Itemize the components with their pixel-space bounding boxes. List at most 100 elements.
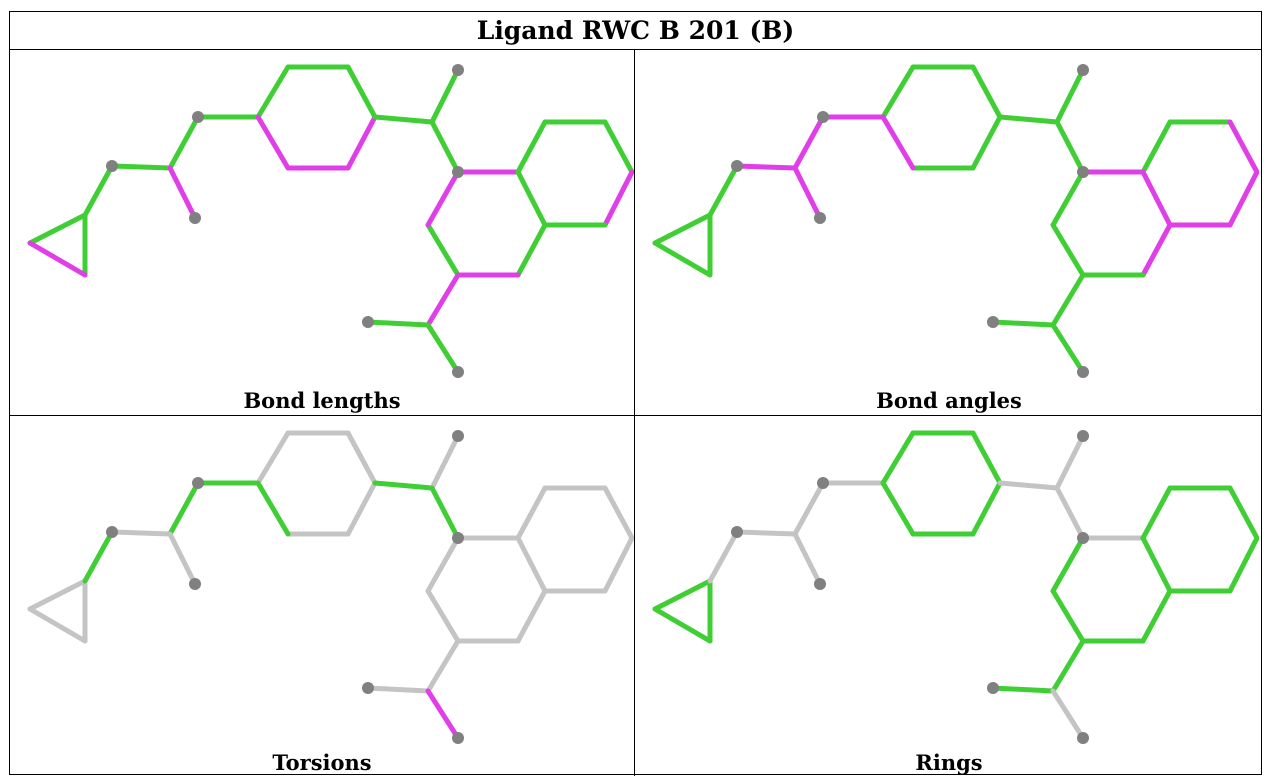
bond xyxy=(425,638,461,694)
bond xyxy=(602,119,634,175)
bond xyxy=(970,430,1003,486)
atom xyxy=(1077,366,1089,378)
bond xyxy=(707,163,740,218)
bond xyxy=(652,212,713,246)
bond xyxy=(515,588,548,644)
atom xyxy=(192,111,204,123)
bond xyxy=(429,67,461,125)
bond xyxy=(1227,119,1259,175)
molecule-bond-angles xyxy=(652,64,1259,378)
caption-rings: Rings xyxy=(915,750,983,775)
bond xyxy=(1050,272,1086,328)
bond xyxy=(652,578,713,612)
bond xyxy=(429,119,461,175)
bond xyxy=(515,535,548,594)
bond xyxy=(109,163,173,171)
bond xyxy=(372,114,435,125)
bond xyxy=(1050,322,1086,375)
atom xyxy=(731,526,743,538)
bond xyxy=(990,685,1056,694)
bond xyxy=(429,433,461,491)
panel-rings: Rings xyxy=(635,416,1263,776)
bond xyxy=(880,64,916,120)
atom xyxy=(1077,532,1089,544)
bond xyxy=(1140,535,1173,594)
bond xyxy=(1050,588,1086,644)
caption-bond-angles: Bond angles xyxy=(876,388,1022,413)
bond xyxy=(345,480,378,537)
bond xyxy=(167,531,198,587)
bond xyxy=(345,64,378,120)
bond xyxy=(345,430,378,486)
bond xyxy=(792,165,823,221)
bond xyxy=(880,430,916,486)
bond xyxy=(515,119,548,175)
bond xyxy=(365,319,431,328)
atom xyxy=(987,682,999,694)
atom xyxy=(814,212,826,224)
atom xyxy=(189,578,201,590)
bond xyxy=(1227,485,1259,541)
caption-torsions: Torsions xyxy=(272,750,372,775)
atom xyxy=(452,166,464,178)
bond xyxy=(255,480,291,537)
figure-title: Ligand RWC B 201 (B) xyxy=(10,12,1261,50)
bond xyxy=(1050,688,1086,741)
bond xyxy=(1054,67,1086,125)
bond xyxy=(429,485,461,541)
bond xyxy=(792,531,823,587)
bond xyxy=(652,606,713,644)
atom xyxy=(192,477,204,489)
molecule-torsions xyxy=(27,430,634,744)
panel-bond-angles: Bond angles xyxy=(635,50,1263,414)
atom xyxy=(452,732,464,744)
bond xyxy=(602,535,634,594)
atom xyxy=(452,366,464,378)
bond xyxy=(970,114,1003,171)
bond xyxy=(652,240,713,278)
bond xyxy=(734,529,798,537)
bond xyxy=(255,64,291,120)
caption-bond-lengths: Bond lengths xyxy=(243,388,401,413)
molecule-rings xyxy=(652,430,1259,744)
bond xyxy=(345,114,378,171)
bond xyxy=(167,165,198,221)
bond xyxy=(82,163,115,218)
atom xyxy=(189,212,201,224)
bond xyxy=(1054,485,1086,541)
panel-bond-lengths: Bond lengths xyxy=(10,50,634,414)
atom xyxy=(731,160,743,172)
bond xyxy=(1140,222,1173,278)
bond xyxy=(425,222,461,278)
bond xyxy=(1050,169,1086,228)
bond xyxy=(1227,169,1259,228)
atom xyxy=(987,316,999,328)
bond xyxy=(734,163,798,171)
bond xyxy=(27,578,88,612)
atom xyxy=(106,160,118,172)
figure-frame: Ligand RWC B 201 (B) Bond lengths Bond a… xyxy=(9,11,1263,776)
atom xyxy=(362,682,374,694)
bond xyxy=(1140,485,1173,541)
bond xyxy=(1050,535,1086,594)
bond xyxy=(1050,222,1086,278)
bond xyxy=(515,169,548,228)
bond xyxy=(515,485,548,541)
horizontal-divider xyxy=(10,415,1261,416)
atom xyxy=(817,477,829,489)
bond xyxy=(1140,588,1173,644)
vertical-divider xyxy=(634,50,635,776)
bond xyxy=(1227,535,1259,594)
bond xyxy=(255,114,291,171)
bond xyxy=(1054,119,1086,175)
bond xyxy=(109,529,173,537)
atom xyxy=(106,526,118,538)
bond xyxy=(425,588,461,644)
atom xyxy=(452,532,464,544)
atom xyxy=(1077,732,1089,744)
bond xyxy=(365,685,431,694)
bond xyxy=(425,322,461,375)
bond xyxy=(1140,169,1173,228)
bond xyxy=(27,606,88,644)
molecule-bond-lengths xyxy=(27,64,634,378)
